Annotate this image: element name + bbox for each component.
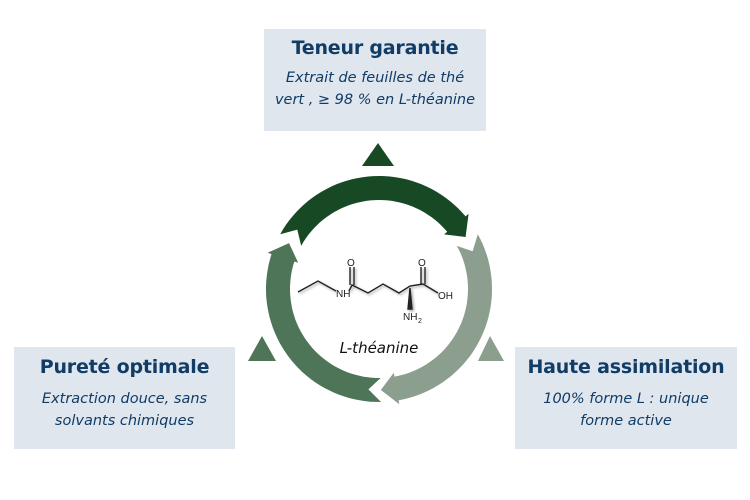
triangle-top-icon <box>362 143 394 166</box>
box-title: Pureté optimale <box>39 356 210 378</box>
center-label: L-théanine <box>340 339 419 357</box>
molecule-nh2-sub: 2 <box>418 318 422 325</box>
triangle-right-icon <box>478 336 504 361</box>
box-text-line: 100% forme L : unique <box>543 391 709 407</box>
box-text-line: vert , ≥ 98 % en L-théanine <box>274 92 476 108</box>
box-text-line: solvants chimiques <box>54 413 195 429</box>
box-haute-assimilation: Haute assimilation 100% forme L : unique… <box>515 347 737 449</box>
molecule-structure <box>297 267 439 310</box>
triangle-left-icon <box>248 336 276 361</box>
molecule-oh: OH <box>438 291 453 302</box>
box-text-line: Extrait de feuilles de thé <box>285 70 465 86</box>
box-text-line: Extraction douce, sans <box>41 391 208 407</box>
molecule-nh: NH <box>336 289 350 300</box>
molecule-nh2: NH <box>403 312 417 323</box>
box-title: Teneur garantie <box>291 37 459 59</box>
box-text-line: forme active <box>580 413 672 429</box>
arrow-arc-left <box>266 243 381 402</box>
molecule-o2: O <box>418 258 426 269</box>
box-teneur-garantie: Teneur garantie Extrait de feuilles de t… <box>264 29 486 131</box>
arrow-arc-right <box>380 234 492 405</box>
box-purete-optimale: Pureté optimale Extraction douce, sans s… <box>14 347 235 449</box>
arrow-arc-top <box>280 176 469 246</box>
box-title: Haute assimilation <box>527 356 725 378</box>
molecule-o1: O <box>347 258 355 269</box>
